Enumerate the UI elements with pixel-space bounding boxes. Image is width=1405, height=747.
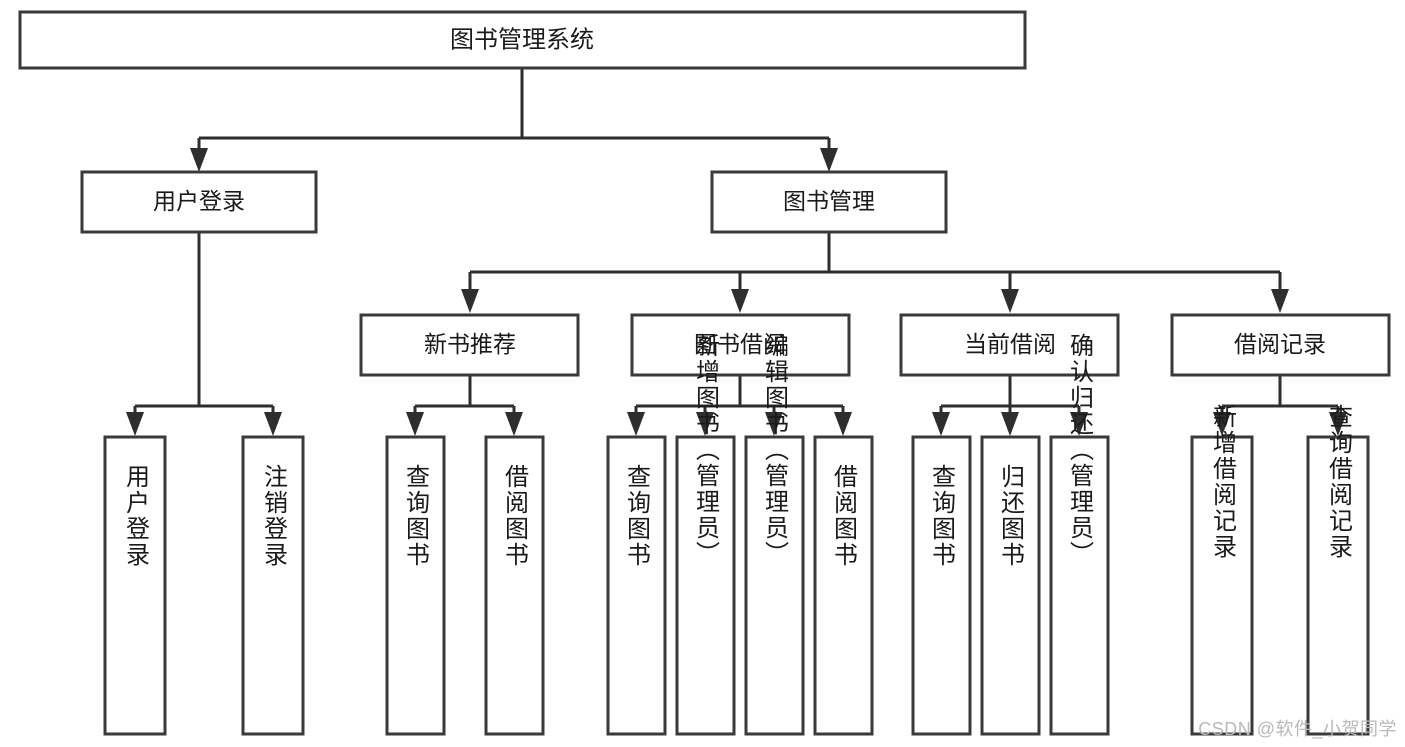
book-borrow-box[interactable] — [630, 313, 851, 377]
book-borrow-label: 图书借阅 — [694, 331, 786, 357]
arrow-to-leaf-confirm-return-admin — [1070, 412, 1088, 436]
node-leaf-user-login[interactable]: 用户登录 — [103, 435, 167, 736]
arrow-to-leaf-add-borrow-record — [1213, 412, 1231, 436]
root-box[interactable] — [18, 10, 1027, 70]
node-book-borrow[interactable]: 图书借阅 — [630, 313, 851, 377]
node-leaf-add-book-admin[interactable]: 新增图书（管理员） — [675, 333, 736, 736]
node-leaf-query-borrow-record[interactable]: 查询借阅记录 — [1306, 404, 1370, 736]
arrow-to-leaf-query-book-borrow — [627, 412, 645, 436]
leaf-user-login-box[interactable] — [103, 435, 167, 736]
leaf-query-book-current-box[interactable] — [911, 435, 972, 736]
book-management-label: 图书管理 — [783, 188, 875, 214]
root-label: 图书管理系统 — [450, 26, 594, 53]
leaf-user-logout-label: 注销登录 — [260, 464, 288, 568]
arrow-to-leaf-return-book — [1001, 412, 1019, 436]
edge-root-to-level1-bus — [197, 68, 831, 160]
edge-book-management-to-level2-bus — [468, 232, 1282, 292]
arrow-to-leaf-borrow-book — [834, 412, 852, 436]
node-leaf-query-book-current[interactable]: 查询图书 — [911, 435, 972, 736]
arrow-user-login-to-leaf-user-logout — [264, 412, 282, 436]
leaf-nodes: 用户登录 注销登录 查询图书 借阅图书 查询图书 新增图书（管理员） 编辑图书（… — [103, 333, 1370, 736]
arrow-to-leaf-query-borrow-record — [1329, 412, 1347, 436]
node-book-management[interactable]: 图书管理 — [710, 170, 948, 234]
new-book-recommend-box[interactable] — [359, 313, 580, 377]
leaf-borrow-book-new-label: 借阅图书 — [501, 464, 529, 568]
node-borrow-record[interactable]: 借阅记录 — [1170, 313, 1391, 377]
leaf-query-book-new-box[interactable] — [385, 435, 446, 736]
arrow-to-leaf-query-book-new — [406, 412, 424, 436]
edge-user-login-to-leaves-bus — [133, 232, 275, 420]
node-leaf-edit-book-admin[interactable]: 编辑图书（管理员） — [744, 333, 805, 736]
node-new-book-recommend[interactable]: 新书推荐 — [359, 313, 580, 377]
arrow-to-new-book-recommend — [461, 289, 479, 313]
leaf-borrow-book-new-box[interactable] — [484, 435, 545, 736]
leaf-user-login-label: 用户登录 — [122, 464, 150, 568]
leaf-return-book-box[interactable] — [980, 435, 1041, 736]
edge-new-book-recommend-to-leaves-bus — [413, 375, 516, 420]
arrow-to-leaf-edit-book-admin — [765, 412, 783, 436]
leaf-query-borrow-record-label: 查询借阅记录 — [1325, 404, 1353, 560]
leaf-user-logout-box[interactable] — [241, 435, 305, 736]
node-leaf-add-borrow-record[interactable]: 新增借阅记录 — [1190, 404, 1254, 736]
arrow-to-leaf-query-book-current — [932, 412, 950, 436]
leaf-query-book-borrow-label: 查询图书 — [623, 464, 651, 568]
user-login-box[interactable] — [80, 170, 318, 234]
edge-layer — [126, 68, 1347, 436]
node-leaf-borrow-book-new[interactable]: 借阅图书 — [484, 435, 545, 736]
arrow-user-login-to-leaf-user-login — [126, 412, 144, 436]
arrow-to-leaf-add-book-admin — [696, 412, 714, 436]
arrow-to-borrow-record — [1271, 289, 1289, 313]
current-borrow-label: 当前借阅 — [964, 331, 1056, 357]
node-user-login[interactable]: 用户登录 — [80, 170, 318, 234]
current-borrow-box[interactable] — [899, 313, 1120, 377]
leaf-borrow-book-box[interactable] — [813, 435, 874, 736]
arrow-to-book-borrow — [731, 289, 749, 313]
book-management-box[interactable] — [710, 170, 948, 234]
node-leaf-user-logout[interactable]: 注销登录 — [241, 435, 305, 736]
node-leaf-return-book[interactable]: 归还图书 — [980, 435, 1041, 736]
borrow-record-label: 借阅记录 — [1234, 331, 1326, 357]
arrow-root-to-user-login — [190, 148, 208, 172]
leaf-edit-book-admin-box[interactable] — [744, 435, 805, 736]
node-leaf-query-book-new[interactable]: 查询图书 — [385, 435, 446, 736]
leaf-query-book-borrow-box[interactable] — [606, 435, 667, 736]
leaf-query-book-current-label: 查询图书 — [928, 464, 956, 568]
leaf-borrow-book-label: 借阅图书 — [830, 464, 858, 568]
edge-book-borrow-to-leaves-bus — [634, 375, 845, 420]
new-book-recommend-label: 新书推荐 — [424, 331, 516, 357]
leaf-confirm-return-admin-label: 确认归还（管理员） — [1066, 333, 1094, 567]
leaf-query-book-new-label: 查询图书 — [402, 464, 430, 568]
node-leaf-confirm-return-admin[interactable]: 确认归还（管理员） — [1049, 333, 1110, 736]
node-root[interactable]: 图书管理系统 — [18, 10, 1027, 70]
leaf-edit-book-admin-label: 编辑图书（管理员） — [761, 333, 789, 567]
borrow-record-box[interactable] — [1170, 313, 1391, 377]
leaf-add-borrow-record-box[interactable] — [1190, 435, 1254, 736]
csdn-watermark: CSDN @软件_小贺同学 — [1198, 719, 1397, 739]
arrow-to-leaf-borrow-book-new — [505, 412, 523, 436]
edge-borrow-record-to-leaves-bus — [1220, 375, 1340, 420]
arrow-to-current-borrow — [1001, 289, 1019, 313]
leaf-add-book-admin-label: 新增图书（管理员） — [692, 333, 720, 567]
node-leaf-borrow-book[interactable]: 借阅图书 — [813, 435, 874, 736]
leaf-confirm-return-admin-box[interactable] — [1049, 435, 1110, 736]
user-login-label: 用户登录 — [153, 188, 245, 214]
leaf-add-borrow-record-label: 新增借阅记录 — [1209, 404, 1237, 560]
node-leaf-query-book-borrow[interactable]: 查询图书 — [606, 435, 667, 736]
leaf-add-book-admin-box[interactable] — [675, 435, 736, 736]
node-current-borrow[interactable]: 当前借阅 — [899, 313, 1120, 377]
leaf-return-book-label: 归还图书 — [997, 464, 1025, 568]
leaf-query-borrow-record-box[interactable] — [1306, 435, 1370, 736]
arrow-root-to-book-management — [820, 148, 838, 172]
